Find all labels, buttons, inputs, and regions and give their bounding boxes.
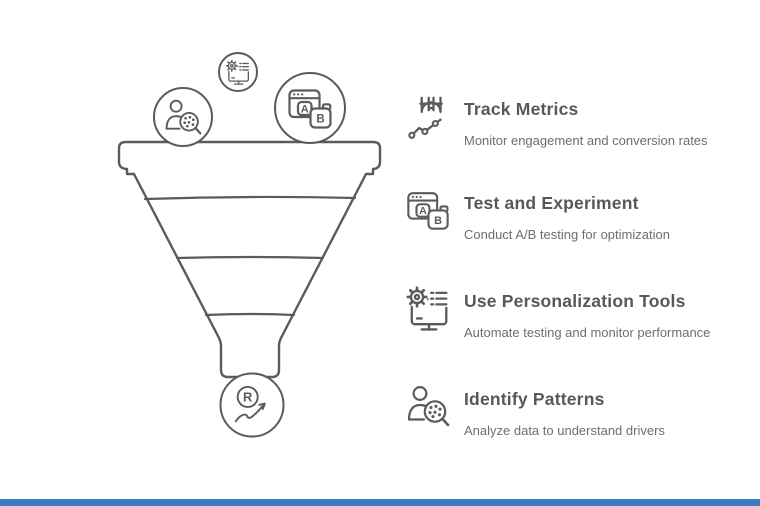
list-item-text: Use Personalization Tools Automate testi… (464, 284, 710, 340)
item-description: Conduct A/B testing for optimization (464, 226, 670, 242)
funnel-divider-1 (143, 195, 357, 201)
item-title: Identify Patterns (464, 389, 605, 409)
monitor-gear-icon (405, 284, 451, 332)
funnel-divider-3 (204, 312, 296, 317)
item-title: Test and Experiment (464, 193, 639, 213)
list-item-identify-patterns: Identify Patterns Analyze data to unders… (405, 382, 750, 438)
list-item-text: Test and Experiment Conduct A/B testing … (464, 186, 670, 242)
list-item-personalization-tools: Use Personalization Tools Automate testi… (405, 284, 750, 340)
item-description: Analyze data to understand drivers (464, 422, 665, 438)
item-description: Automate testing and monitor performance (464, 324, 711, 340)
item-title: Track Metrics (464, 99, 579, 119)
list-item-text: Track Metrics Monitor engagement and con… (464, 92, 708, 148)
list-item-track-metrics: Track Metrics Monitor engagement and con… (405, 92, 750, 148)
magnet-chart-icon (405, 92, 451, 140)
item-title: Use Personalization Tools (464, 291, 686, 311)
list-item-text: Identify Patterns Analyze data to unders… (464, 382, 665, 438)
ab-test-windows-icon (405, 186, 451, 234)
item-description: Monitor engagement and conversion rates (464, 132, 708, 148)
funnel-divider-2 (175, 255, 325, 260)
funnel-body (117, 140, 382, 379)
funnel-circle-personalization (218, 52, 258, 92)
list-item-test-experiment: Test and Experiment Conduct A/B testing … (405, 186, 750, 242)
person-magnifier-icon (405, 382, 451, 430)
bottom-accent-bar (0, 499, 760, 506)
